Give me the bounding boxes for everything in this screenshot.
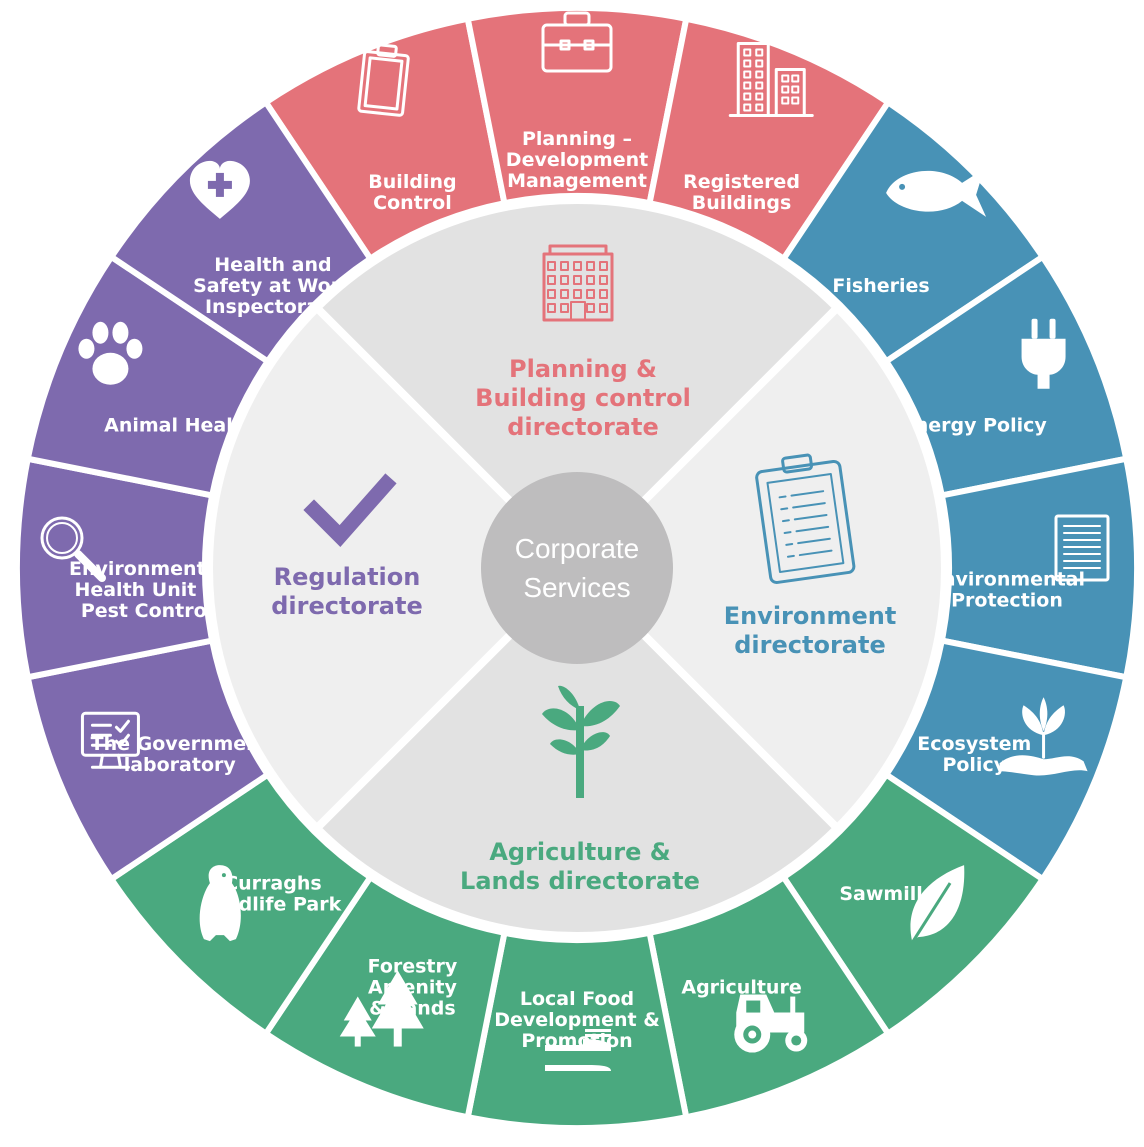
segment-label-line: Energy Policy (902, 414, 1048, 436)
document-icon (1054, 514, 1110, 582)
directorate-label-line: directorate (507, 413, 659, 441)
segment-label-line: Fisheries (832, 275, 929, 297)
segment-label-line: Ecosystem (917, 733, 1031, 755)
clipboard-document-icon (755, 453, 856, 585)
segment-label-line: Environmental (69, 558, 225, 580)
center-label-line1: Corporate (515, 533, 640, 564)
segment-label-line: Safety at Work (193, 275, 353, 297)
office-building-icon (542, 244, 614, 322)
plug-icon (1021, 318, 1066, 389)
center-circle[interactable] (481, 472, 673, 664)
clipboard-icon (357, 43, 410, 117)
segment-label-line: Forestry (368, 955, 458, 977)
segment-label-line: & Lands (369, 997, 456, 1019)
directorate-label-line: Planning & (509, 355, 657, 383)
hand-plant-icon (999, 697, 1088, 776)
segment-label-line: Amenity (368, 976, 458, 998)
segment-label-line: Sawmill (839, 883, 922, 905)
center-label-line2: Services (523, 572, 630, 603)
segment-label-line: The Government (91, 733, 269, 755)
leaf-icon (906, 865, 965, 950)
segment-label-line: Environmental (929, 569, 1085, 591)
segment-label-line: Planning – (522, 128, 632, 150)
directorate-wedge[interactable] (311, 196, 843, 574)
segment-label-line: Pest Control (81, 600, 213, 622)
directorate-label-line: Regulation (274, 563, 421, 591)
segment-label-line: Health Unit & (74, 579, 219, 601)
segment-label-line: Animal Health (104, 414, 255, 436)
penguin-icon (199, 865, 241, 942)
directorate-wedge[interactable] (571, 302, 949, 834)
heart-cross-icon (189, 160, 250, 219)
segment-label-line: Control (373, 192, 452, 214)
segment-label-line: Development & (494, 1009, 660, 1031)
tractor-icon (734, 994, 808, 1053)
paw-icon (78, 321, 143, 385)
segment-label-line: laboratory (124, 754, 237, 776)
directorate-label-line: Environment (724, 602, 897, 630)
segment-label-line: Protection (951, 590, 1063, 612)
segment-label-line: Health and (214, 254, 331, 276)
segment-label-line: Agriculture (681, 976, 801, 998)
directorate-label-line: directorate (734, 631, 886, 659)
directorate-agriculture[interactable]: Agriculture &Lands directorate (311, 562, 843, 940)
segment-label-line: Policy (942, 754, 1006, 776)
briefcase-icon (541, 11, 613, 73)
directorate-label-line: Agriculture & (489, 838, 670, 866)
directorate-label-line: Building control (475, 384, 691, 412)
segment-label-line: Management (507, 170, 647, 192)
sapling-icon (542, 685, 620, 798)
cutlery-icon (545, 1029, 611, 1071)
directorate-quadrants: Planning &Building controldirectorateEnv… (205, 196, 949, 940)
trees-icon (339, 970, 424, 1047)
segment-label-line: Registered (683, 171, 800, 193)
magnifier-icon (40, 516, 106, 582)
directorate-wedge[interactable] (205, 302, 583, 834)
computer-icon (80, 711, 140, 769)
segment-label-line: Building (368, 171, 456, 193)
segment-label-line: Promotion (521, 1030, 632, 1052)
segment-label-line: Buildings (692, 192, 792, 214)
segment-label-line: Local Food (520, 988, 634, 1010)
checkmark-icon (303, 473, 397, 547)
directorate-label-line: Lands directorate (460, 867, 700, 895)
fish-icon (886, 168, 987, 217)
center-hub: Corporate Services (481, 472, 673, 664)
segment-label-line: Development (506, 149, 648, 171)
buildings-icon (728, 41, 814, 117)
directorate-label-line: directorate (271, 592, 423, 620)
segment-label-line: Wildlife Park (205, 894, 342, 916)
segment-label-line: Curraghs (224, 873, 321, 895)
